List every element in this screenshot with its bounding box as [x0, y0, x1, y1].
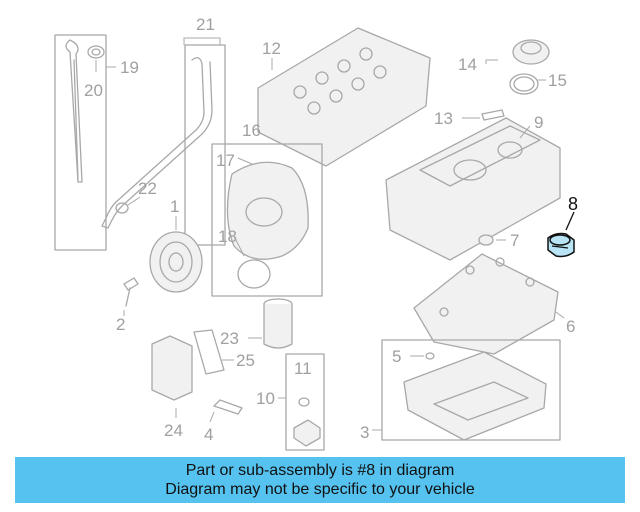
callout-9: 9 — [534, 113, 543, 132]
parts-diagram: 21 19 20 12 14 15 13 9 16 17 22 1 8 18 7… — [54, 15, 578, 451]
callout-24: 24 — [164, 421, 183, 440]
upper-oil-pan — [385, 117, 561, 261]
callout-14: 14 — [458, 55, 477, 74]
callout-16: 16 — [242, 121, 261, 140]
part-13 — [462, 109, 505, 121]
info-banner: Part or sub-assembly is #8 in diagram Di… — [15, 457, 625, 503]
callout-18: 18 — [218, 227, 237, 246]
callout-7: 7 — [510, 231, 519, 250]
callout-22: 22 — [138, 179, 157, 198]
callout-4: 4 — [204, 425, 213, 444]
callout-10: 10 — [256, 389, 275, 408]
callout-6: 6 — [566, 317, 575, 336]
callout-17: 17 — [216, 151, 235, 170]
crankcase-lower — [413, 253, 565, 355]
banner-line-1: Part or sub-assembly is #8 in diagram — [185, 462, 455, 479]
callout-1: 1 — [170, 197, 179, 216]
callout-8: 8 — [568, 194, 578, 214]
callout-11: 11 — [294, 359, 312, 378]
callout-19: 19 — [120, 58, 139, 77]
callout-20: 20 — [84, 81, 103, 100]
banner-line-2: Diagram may not be specific to your vehi… — [165, 481, 475, 498]
oil-pan — [372, 339, 561, 441]
callout-3: 3 — [360, 423, 369, 442]
callout-25: 25 — [236, 351, 255, 370]
dipstick-assembly — [54, 34, 226, 251]
timing-cover-assembly — [211, 143, 323, 297]
part-7 — [478, 234, 506, 246]
callout-23: 23 — [220, 329, 239, 348]
valve-cover — [257, 27, 431, 167]
oil-filler-cap — [485, 39, 550, 95]
part-4-clip — [209, 399, 243, 423]
oil-filter — [248, 298, 293, 349]
callout-21: 21 — [196, 15, 215, 34]
oil-cooler — [151, 329, 234, 418]
oil-level-sensor — [278, 353, 325, 451]
callout-15: 15 — [548, 71, 567, 90]
callout-5: 5 — [392, 347, 401, 366]
callout-13: 13 — [434, 109, 453, 128]
crank-pulley — [123, 216, 203, 316]
callout-12: 12 — [262, 39, 281, 58]
callout-2: 2 — [116, 315, 125, 334]
highlighted-part-8 — [547, 211, 575, 258]
